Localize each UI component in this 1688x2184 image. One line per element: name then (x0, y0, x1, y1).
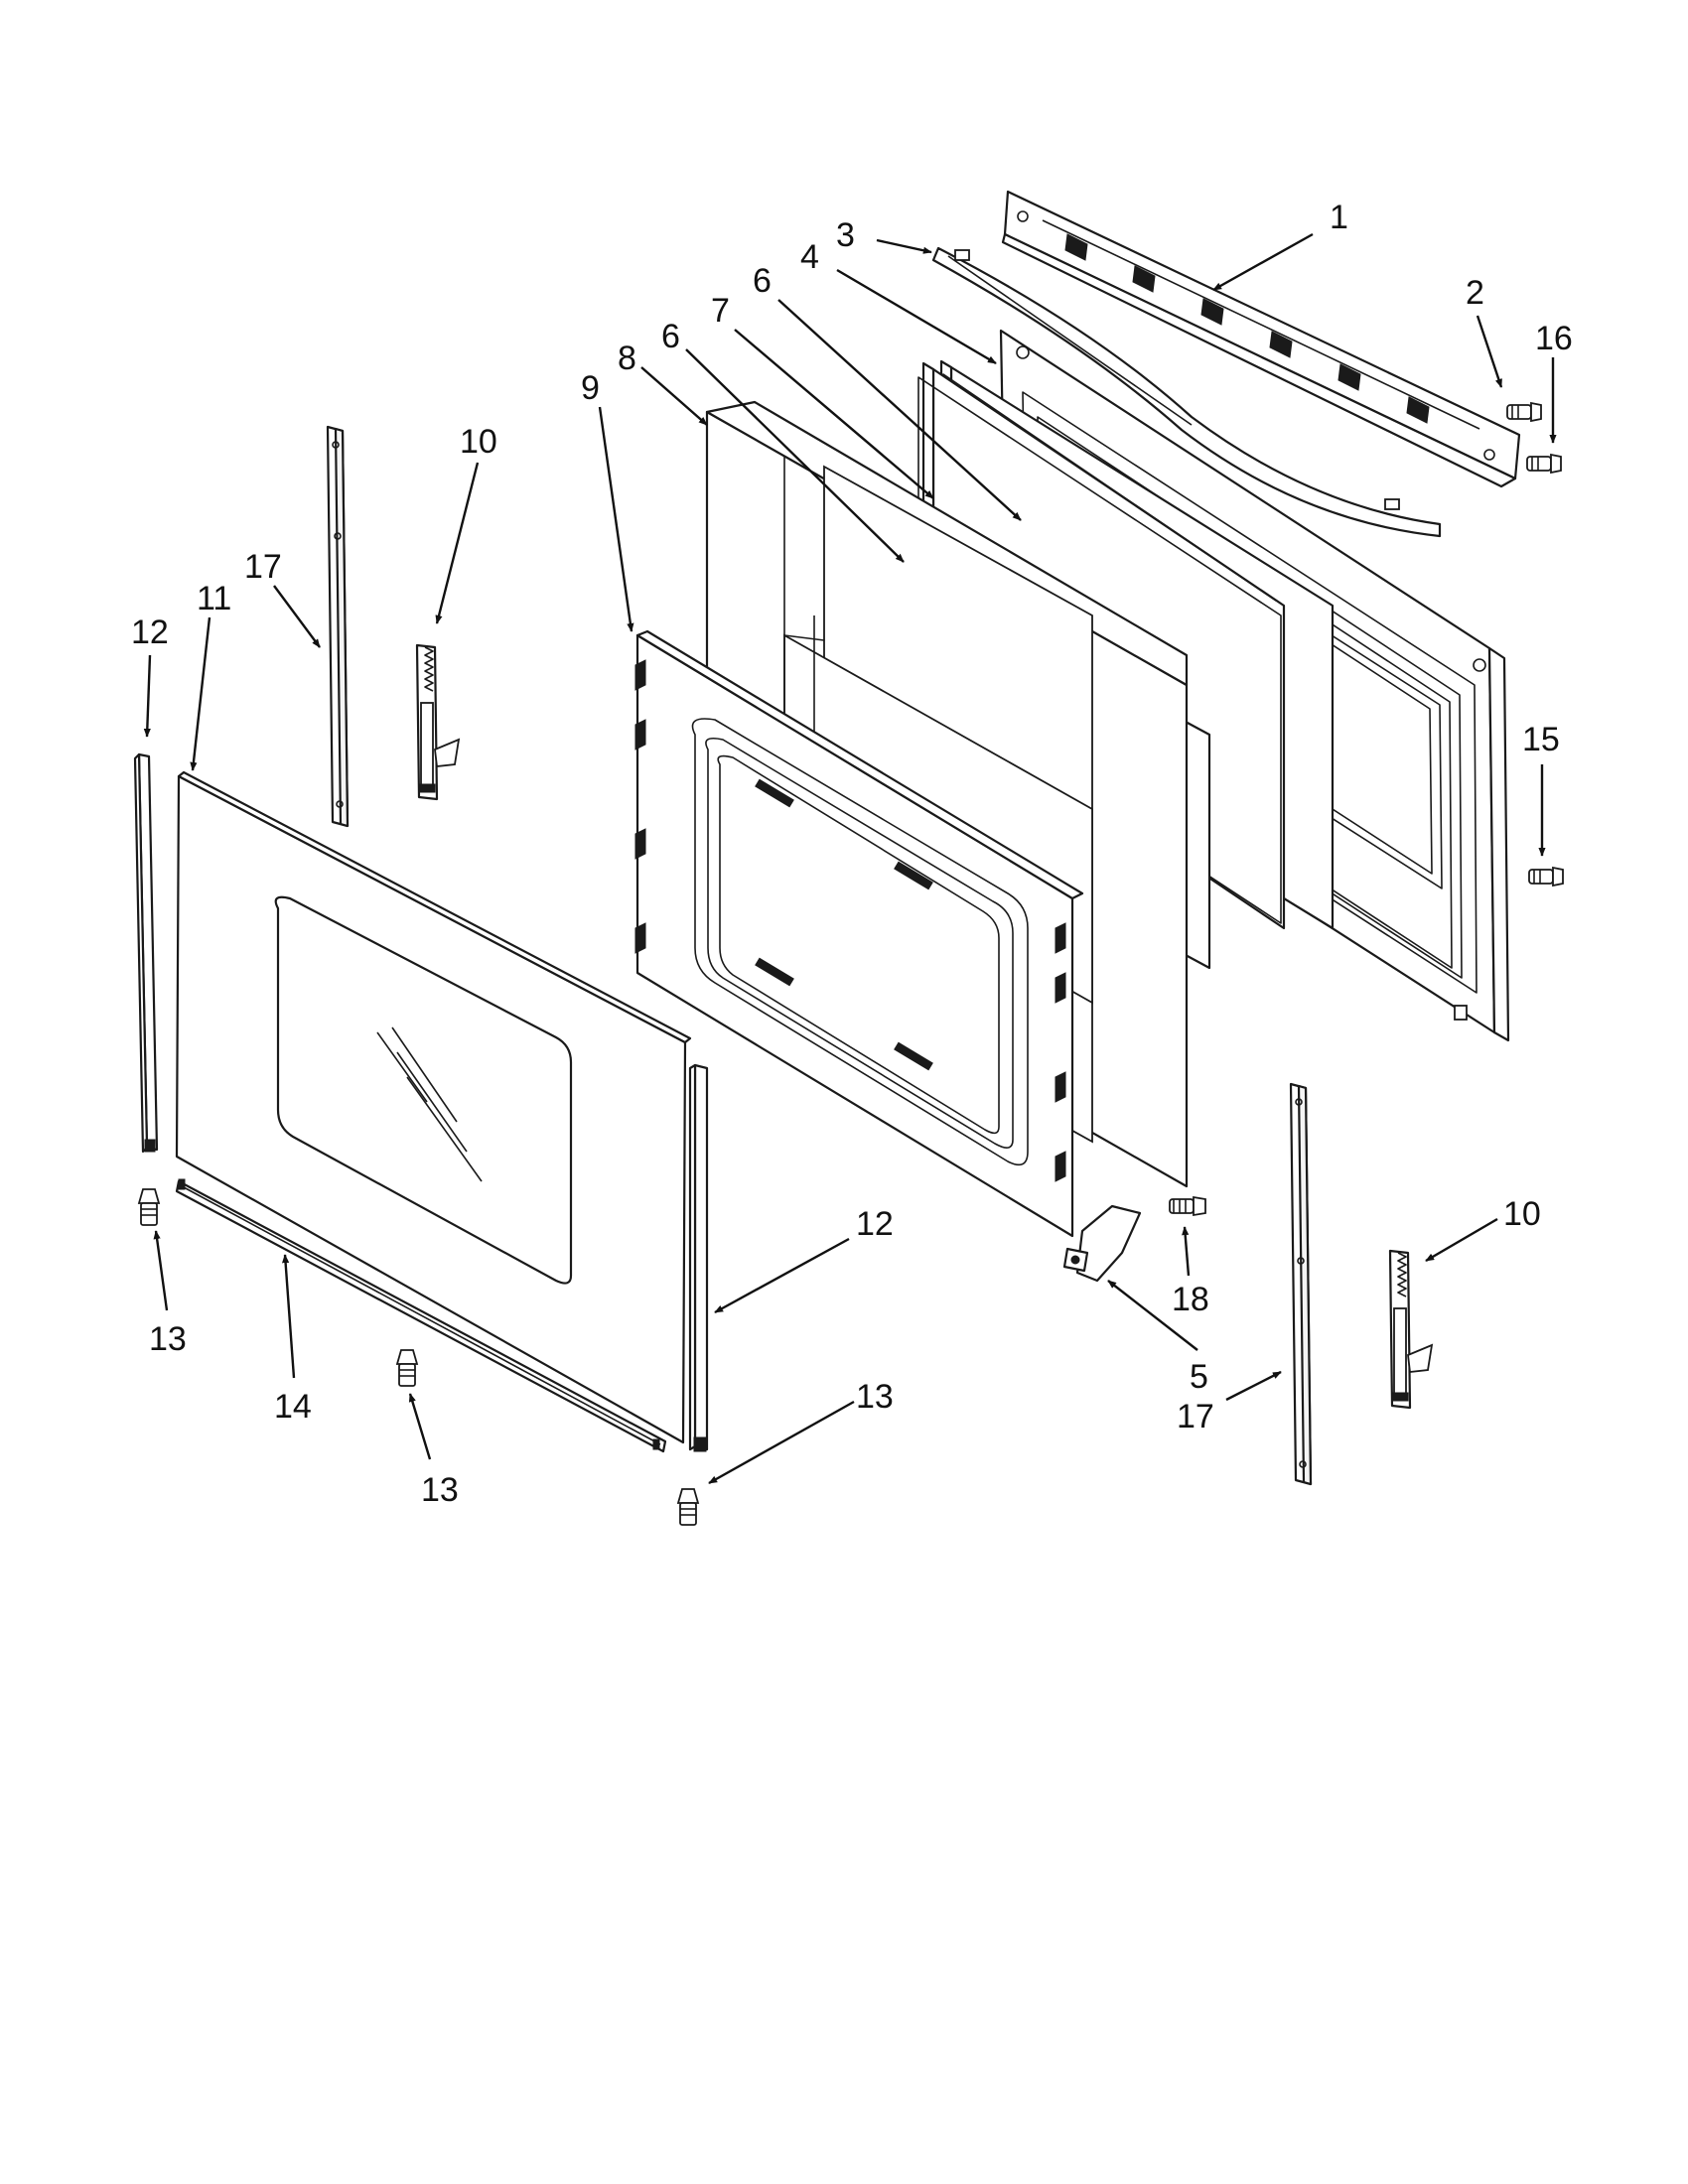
part-13-screw-left (137, 1188, 161, 1226)
callout-3: 3 (836, 216, 855, 254)
leader-10a (435, 462, 480, 624)
callout-17b: 17 (1177, 1398, 1214, 1435)
leader-12a (143, 654, 152, 738)
part-12-side-trim-left (133, 752, 159, 1154)
leader-2 (1476, 315, 1503, 388)
callout-15: 15 (1522, 721, 1560, 758)
part-13-screw-right (676, 1488, 700, 1526)
part-2-screw (1506, 401, 1542, 423)
callout-13b: 13 (421, 1471, 459, 1509)
part-9-inner-door-panel (634, 629, 1084, 1238)
callout-9: 9 (581, 369, 600, 407)
part-10-hinge-left (415, 643, 461, 801)
callout-11: 11 (197, 580, 231, 617)
leader-17b (1225, 1370, 1282, 1402)
part-3-door-handle (931, 246, 1442, 538)
part-13-screw-center (395, 1349, 419, 1387)
part-11-outer-door-panel (175, 770, 692, 1444)
part-10-hinge-right (1388, 1249, 1434, 1410)
callout-labels: 1 2 3 4 5 6 6 7 8 9 10 10 11 12 12 13 13… (131, 199, 1573, 1509)
callout-6a: 6 (753, 262, 772, 300)
leader-7 (734, 329, 934, 499)
part-18-screw (1169, 1195, 1206, 1217)
part-17-hinge-channel-right (1289, 1082, 1313, 1486)
callout-6b: 6 (661, 318, 680, 355)
leader-4 (836, 268, 997, 365)
callout-13c: 13 (856, 1378, 894, 1416)
callout-14: 14 (274, 1388, 312, 1426)
leader-5 (1107, 1280, 1198, 1351)
leader-17a (273, 585, 321, 648)
leader-3 (876, 238, 932, 254)
leader-11 (190, 616, 211, 771)
leader-6b (685, 348, 905, 563)
leader-13a (153, 1230, 169, 1311)
part-14-bottom-trim (175, 1178, 667, 1453)
part-1-vent-trim (1001, 190, 1521, 488)
callout-10b: 10 (1503, 1195, 1541, 1233)
callout-18: 18 (1172, 1281, 1209, 1318)
leader-9 (598, 406, 634, 632)
leader-12b (714, 1237, 850, 1314)
leader-18 (1182, 1226, 1191, 1277)
part-15-screw (1528, 866, 1564, 887)
part-16-screw (1526, 453, 1562, 475)
part-5-hinge-bracket (1062, 1204, 1142, 1283)
leader-10b (1425, 1217, 1498, 1263)
callout-12b: 12 (856, 1205, 894, 1243)
callout-5: 5 (1190, 1358, 1208, 1396)
callout-17a: 17 (244, 548, 282, 586)
leader-1 (1212, 232, 1314, 292)
leader-14 (281, 1254, 296, 1379)
leader-13b (408, 1393, 432, 1460)
callout-2: 2 (1466, 274, 1484, 312)
callout-1: 1 (1330, 199, 1348, 236)
callout-10a: 10 (460, 423, 497, 461)
leader-lines (143, 232, 1557, 1485)
part-12-side-trim-right (688, 1063, 709, 1452)
callout-12a: 12 (131, 614, 169, 651)
callout-16: 16 (1535, 320, 1573, 357)
leader-13c (708, 1400, 855, 1485)
callout-7: 7 (711, 292, 730, 330)
part-17-hinge-channel-left (326, 425, 350, 828)
leader-6a (777, 299, 1022, 521)
leader-8 (640, 366, 708, 426)
callout-4: 4 (800, 238, 819, 276)
callout-8: 8 (618, 340, 636, 377)
callout-13a: 13 (149, 1320, 187, 1358)
